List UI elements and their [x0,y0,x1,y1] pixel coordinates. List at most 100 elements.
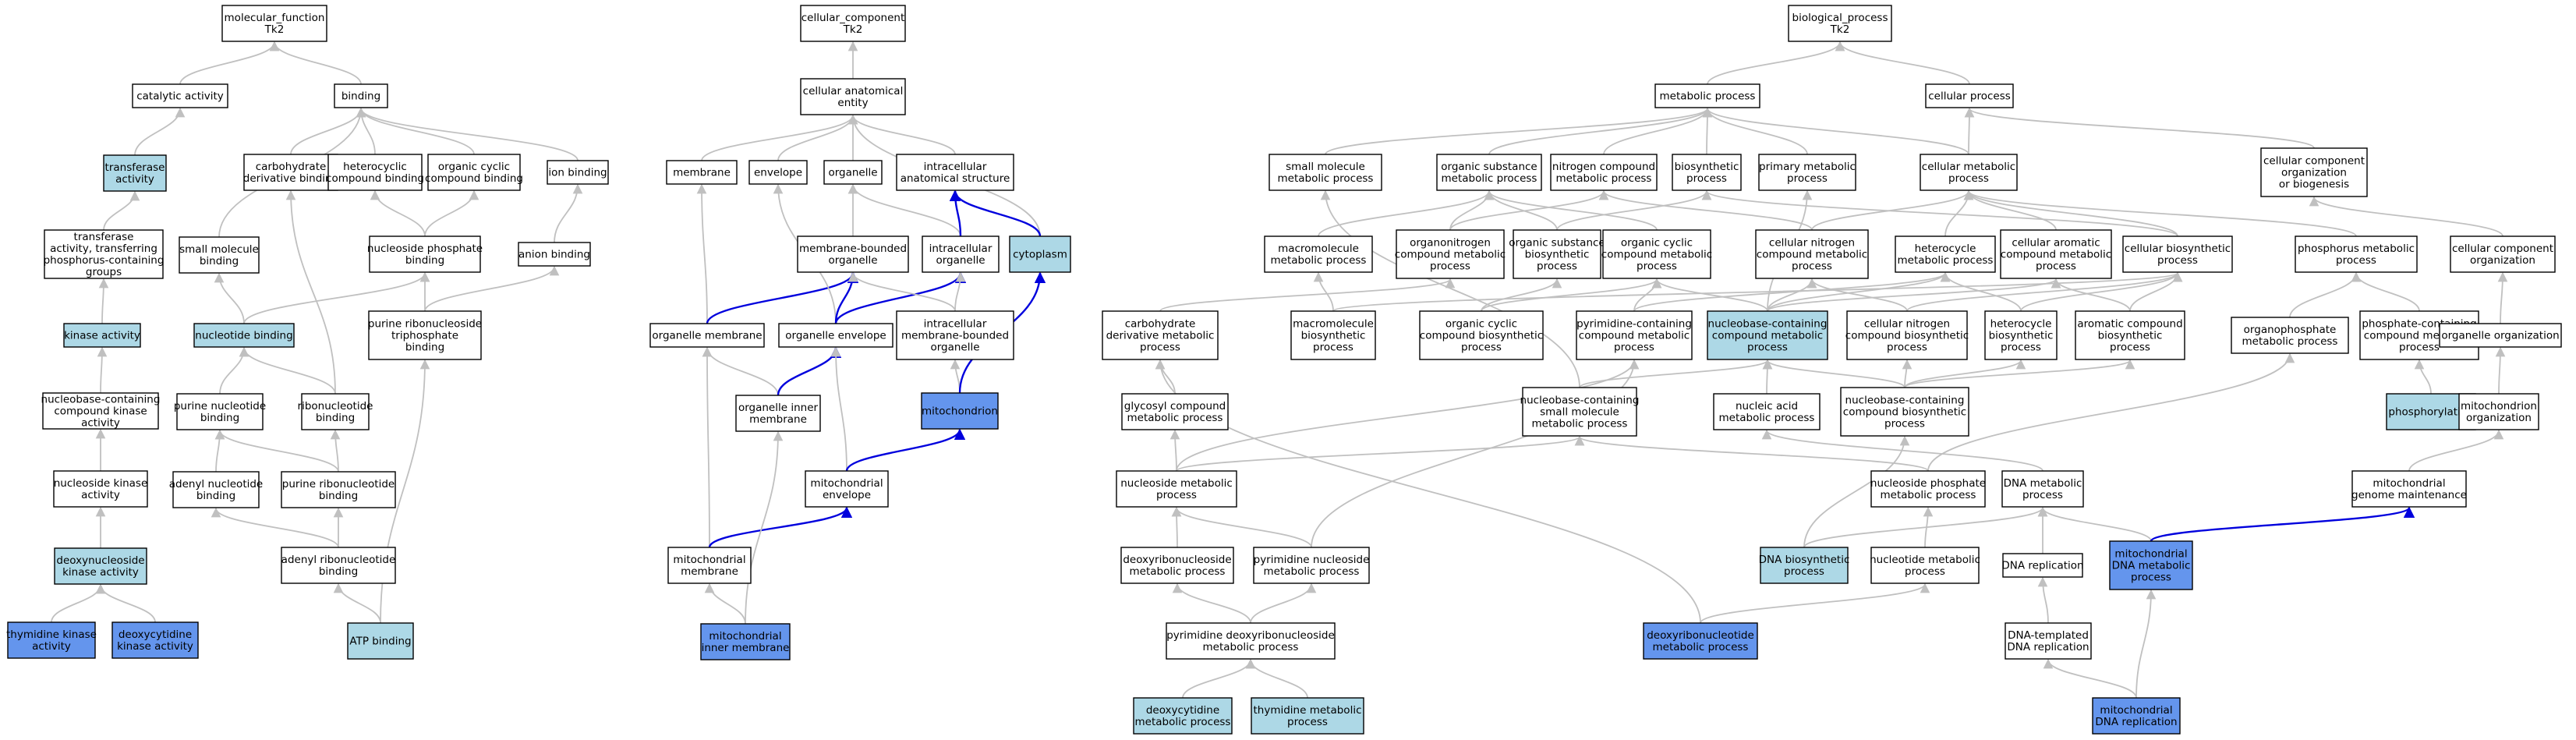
is-a-edge [1176,435,1585,472]
term-label: primary metabolic [1759,161,1856,173]
term-label: ATP binding [349,636,411,648]
edges-layer [51,41,2508,699]
term-label: derivative binding [243,172,338,185]
term-box [1102,310,1219,360]
term-box [1419,310,1544,360]
term-box [172,471,260,508]
is-a-edge [1481,278,1562,312]
term-label: metabolic process [1264,565,1360,578]
term-label: organelle organization [2441,330,2559,342]
term-box [2092,697,2181,735]
term-label: binding [341,90,380,103]
term-label: molecular_function [225,12,325,24]
term-label: organic substance [1441,161,1537,173]
term-label: biosynthetic [2098,330,2163,342]
term-label: phosphorus metabolic [2298,243,2415,255]
term-label: Tk2 [1830,23,1850,36]
is-a-edge [214,429,225,473]
term-box [1522,387,1637,437]
term-label: small molecule [1540,406,1619,419]
term-node-kin: kinase activity [63,323,141,348]
is-a-edge [1325,107,1713,155]
is-a-edge [696,183,708,324]
term-label: pyrimidine deoxyribonucleoside [1166,629,1335,642]
term-label: intracellular [924,161,987,173]
term-node-oenv: organelle envelope [778,323,893,348]
is-a-edge [424,265,560,312]
term-label: process [1784,565,1824,578]
term-label: compound binding [326,172,424,185]
term-label: organic cyclic [1621,237,1693,250]
term-label: process [1905,565,1945,578]
term-label: process [1887,342,1927,354]
term-label: catalytic activity [136,90,224,103]
term-label: purine ribonucleoside [368,318,482,331]
term-box [193,323,295,348]
term-label: binding [196,490,235,502]
term-label: compound metabolic [1757,249,1867,261]
term-label: Tk2 [264,23,285,36]
term-label: transferase [105,161,165,174]
term-box [347,622,414,660]
term-label: cellular metabolic [1922,161,2015,173]
term-box [518,242,591,267]
term-node-bind: binding [334,83,388,108]
term-label: deoxyribonucleotide [1647,629,1754,642]
term-label: binding [405,254,444,267]
term-label: process [2399,342,2440,354]
term-label: activity, transferring [50,243,157,255]
term-label: mitochondrion [2461,400,2537,412]
term-label: activity [32,640,71,653]
term-label: process [2001,342,2041,354]
term-label: activity [115,173,154,186]
term-label: organization [2281,167,2347,179]
part-of-edge [845,428,966,472]
part-of-edge [708,506,853,548]
term-label: activity [81,489,120,501]
term-box [748,160,808,185]
term-label: cellular anatomical [803,85,904,97]
is-a-edge [1963,189,2357,237]
term-box [2450,235,2556,273]
part-of-edge [777,346,842,396]
is-a-edge [1902,359,1913,388]
is-a-edge [1904,359,2026,388]
term-label: transferase [74,231,134,243]
term-label: metabolic process [1653,641,1749,653]
term-box [1925,83,2014,108]
term-label: nitrogen compound [1552,161,1655,173]
term-label: binding [405,342,444,354]
term-label: metabolic process [1442,172,1537,185]
is-a-edge [1182,658,1256,699]
term-label: glycosyl compound [1124,400,1226,412]
term-label: compound binding [425,172,523,185]
term-box [2260,147,2368,197]
term-label: nucleic acid [1736,400,1798,412]
term-label: small molecule [1286,161,1365,173]
term-label: metabolic process [1135,716,1231,728]
is-a-edge [2135,589,2157,699]
term-label: organic cyclic [438,161,510,173]
term-box [327,154,423,191]
term-label: genome maintenance [2351,489,2467,501]
term-label: metabolic process [1278,172,1374,185]
term-box [896,154,1014,191]
is-a-edge [1169,429,1180,472]
